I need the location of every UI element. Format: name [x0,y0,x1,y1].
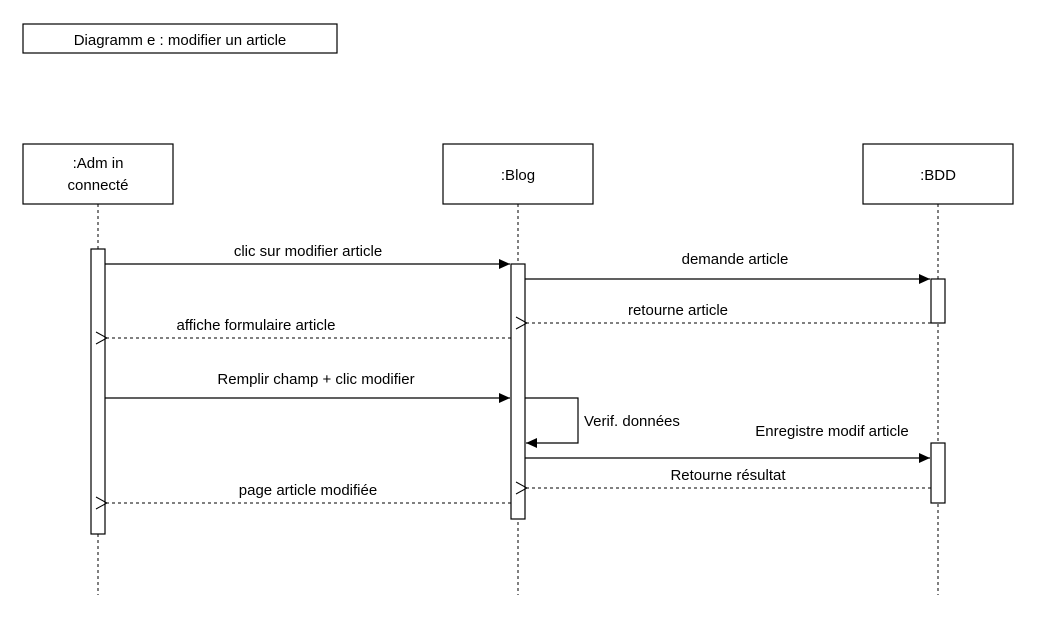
message-label: retourne article [628,302,728,319]
message-retourne-resultat: Retourne résultat [527,467,931,488]
activation-bdd-2 [930,442,946,504]
message-label: Remplir champ + clic modifier [217,371,414,388]
message-retourne-article: retourne article [527,302,931,323]
message-demande-article: demande article [525,251,930,284]
message-label: affiche formulaire article [177,317,336,334]
activation-admin [90,248,106,535]
message-clic-modifier: clic sur modifier article [105,243,510,269]
message-verif-donnees: Verif. données [525,397,680,448]
message-page-modifiee: page article modifiée [107,482,511,503]
participant-bdd: :BDD [862,143,1014,205]
message-label: demande article [682,251,789,268]
participant-admin-line1: :Adm in [73,155,124,172]
message-label: Verif. données [584,413,680,430]
participant-blog-label: :Blog [501,167,535,184]
message-label: page article modifiée [239,482,377,499]
participant-blog: :Blog [442,143,594,205]
participant-admin-line2: connecté [68,177,129,194]
message-enregistre-modif: Enregistre modif article [525,423,930,463]
message-affiche-formulaire: affiche formulaire article [107,317,511,338]
message-label: clic sur modifier article [234,243,382,260]
diagram-title-text: Diagramm e : modifier un article [74,32,287,49]
message-label: Retourne résultat [670,467,786,484]
activation-bdd-1 [930,278,946,324]
diagram-title: Diagramm e : modifier un article [22,23,338,54]
message-label: Enregistre modif article [755,423,908,440]
participant-bdd-label: :BDD [920,167,956,184]
activation-blog [510,263,526,520]
participant-admin: :Adm in connecté [22,143,174,205]
message-remplir-champ: Remplir champ + clic modifier [105,371,510,403]
